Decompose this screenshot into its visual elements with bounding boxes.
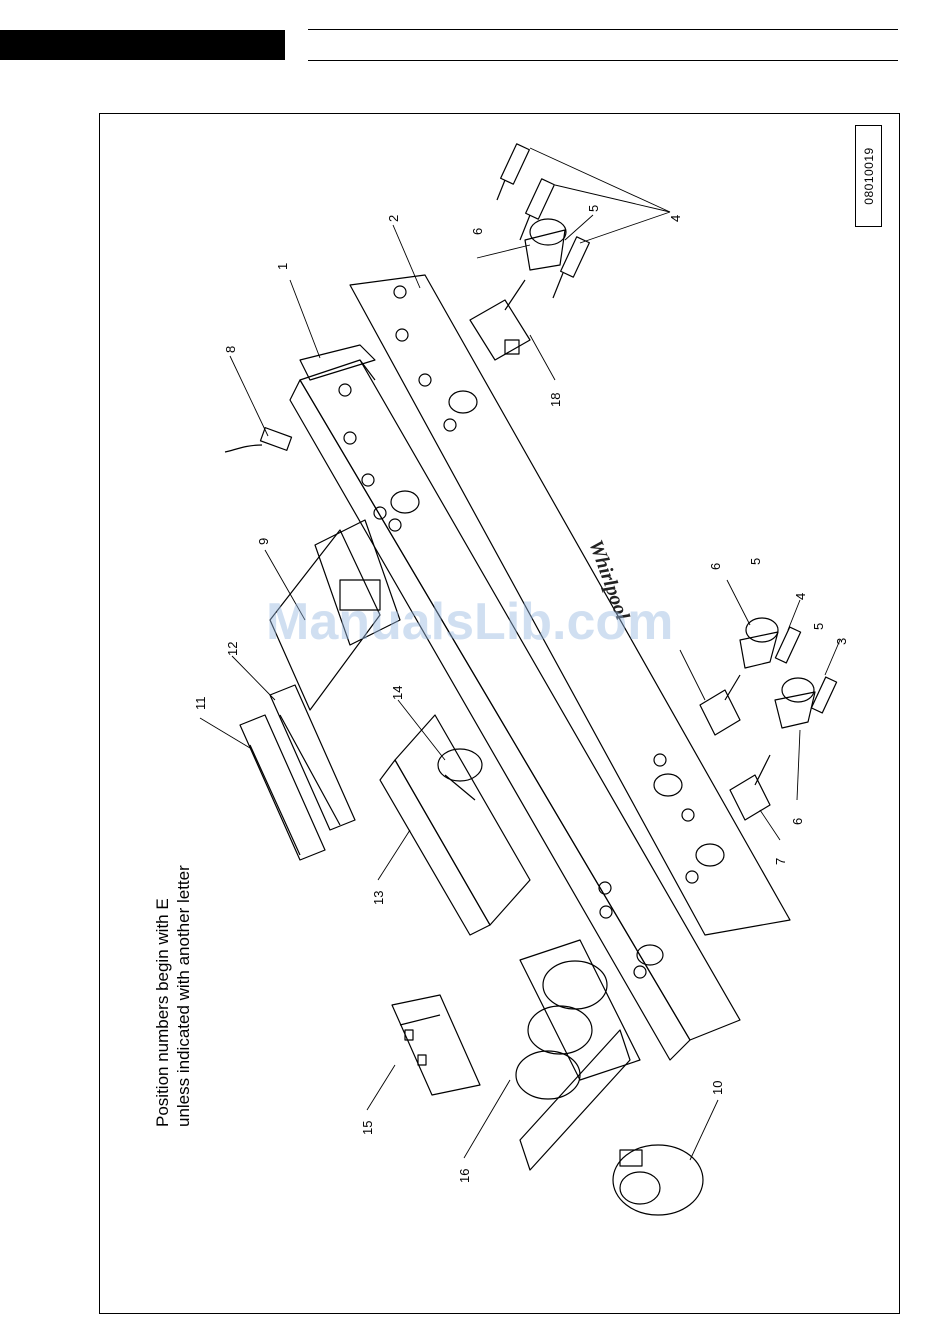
rotary-switch-18 (470, 280, 530, 360)
callout-numbers: 1 2 3 4 4 5 5 5 6 6 6 7 8 9 10 11 12 13 … (193, 205, 849, 1183)
indicator-lamp-middle (775, 627, 800, 663)
callout-4-lower: 4 (793, 593, 808, 600)
callout-11: 11 (193, 697, 208, 711)
callout-7: 7 (773, 858, 788, 865)
callout-2: 2 (386, 215, 401, 222)
indicator-lamp-upper-3 (553, 237, 589, 298)
callout-15: 15 (360, 1121, 375, 1135)
callout-13: 13 (371, 891, 386, 905)
control-panel-rail (290, 345, 740, 1060)
callout-5-upper: 5 (586, 205, 601, 212)
callout-6-lower: 6 (790, 818, 805, 825)
indicator-lamp-upper-1 (497, 144, 529, 200)
watermark: ManualsLib.com (266, 592, 673, 652)
knob-lower (775, 678, 815, 728)
callout-12: 12 (225, 642, 240, 656)
pressure-switch (613, 1145, 703, 1215)
knob-upper (525, 219, 566, 270)
callout-5-lower: 5 (811, 623, 826, 630)
callout-1: 1 (275, 263, 290, 270)
callout-10: 10 (710, 1081, 725, 1095)
indicator-lamp-lower (811, 677, 836, 713)
knob-middle (740, 618, 778, 668)
callout-5-middle: 5 (748, 558, 763, 565)
callout-6-middle: 6 (708, 563, 723, 570)
callout-16: 16 (457, 1169, 472, 1183)
switch-7 (730, 755, 770, 820)
callout-4-upper: 4 (668, 215, 683, 222)
indicator-lamp-upper-2 (520, 179, 554, 240)
capacitor (438, 749, 482, 800)
leader-lines (200, 148, 840, 1160)
callout-8: 8 (223, 346, 238, 353)
thermostat-sensor (225, 428, 292, 452)
switch-bank (380, 715, 530, 935)
callout-9: 9 (256, 538, 271, 545)
switch-17 (700, 675, 740, 735)
callout-18: 18 (548, 393, 563, 407)
terminal-block-11 (240, 715, 325, 860)
callout-3: 3 (834, 638, 849, 645)
callout-6-upper: 6 (470, 228, 485, 235)
relay-component (392, 995, 480, 1095)
callout-14: 14 (390, 686, 405, 700)
